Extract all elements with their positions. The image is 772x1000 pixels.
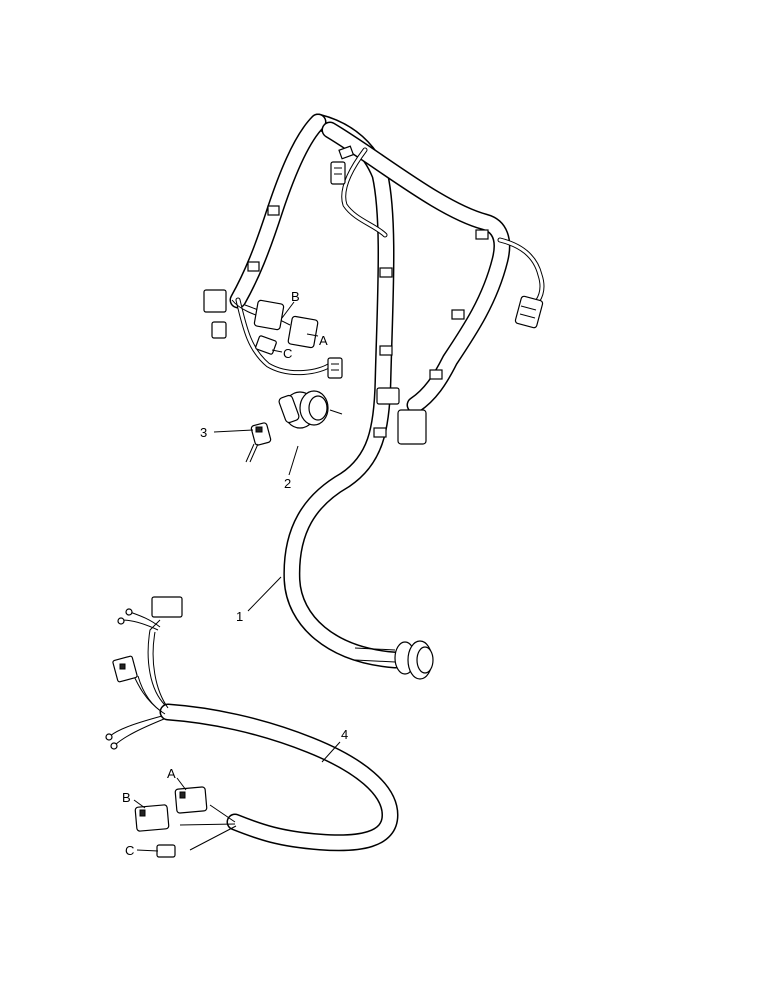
ignition-switch bbox=[278, 390, 343, 429]
callout-3-leader bbox=[213, 429, 254, 433]
lower-callout-a: A bbox=[167, 766, 176, 781]
cab-harness bbox=[105, 596, 399, 858]
lower-b-leader bbox=[133, 799, 146, 809]
callout-2: 2 bbox=[284, 476, 291, 491]
upper-b-leader bbox=[281, 301, 295, 319]
lower-callout-b: B bbox=[122, 790, 131, 805]
lower-c-leader bbox=[136, 849, 159, 852]
callout-1: 1 bbox=[236, 609, 243, 624]
callout-3: 3 bbox=[200, 425, 207, 440]
upper-c-leader bbox=[271, 349, 283, 353]
main-harness bbox=[203, 113, 545, 680]
lower-callout-c: C bbox=[125, 843, 134, 858]
callout-2-leader bbox=[288, 445, 299, 476]
upper-callout-a: A bbox=[319, 333, 328, 348]
callout-4: 4 bbox=[341, 727, 348, 742]
harness-connectors bbox=[330, 161, 544, 680]
callout-4-leader bbox=[321, 741, 341, 763]
callouts: 1 2 3 4 B A C A B C bbox=[122, 289, 348, 858]
upper-a-leader bbox=[306, 333, 319, 337]
callout-1-leader bbox=[247, 576, 282, 612]
harness-clips bbox=[247, 145, 489, 438]
upper-callout-c: C bbox=[283, 346, 292, 361]
upper-callout-b: B bbox=[291, 289, 300, 304]
ignition-key bbox=[245, 422, 272, 463]
lower-a-leader bbox=[176, 777, 187, 791]
upper-connector-cluster bbox=[203, 289, 343, 379]
